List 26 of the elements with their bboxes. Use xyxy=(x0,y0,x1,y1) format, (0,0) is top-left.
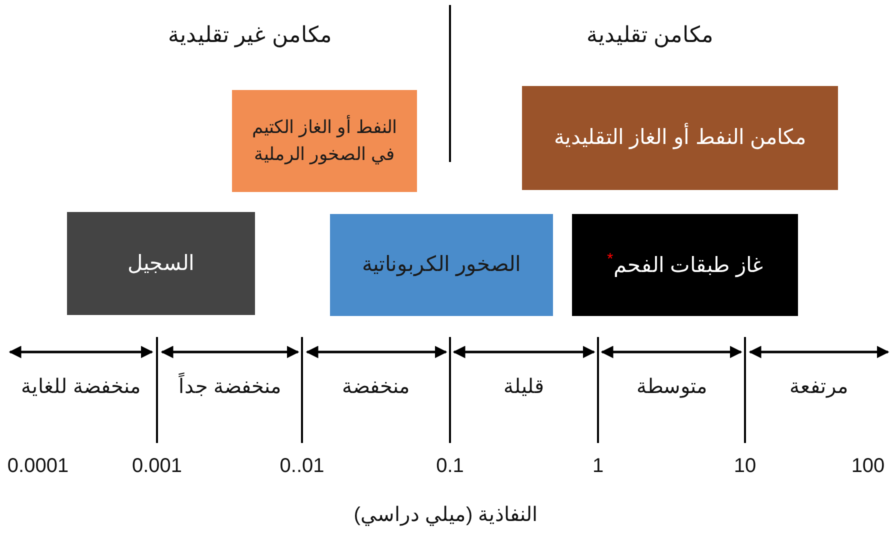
tick-value: 10 xyxy=(734,455,756,478)
tick-value: 100 xyxy=(851,455,885,478)
rock-type-box xyxy=(67,212,255,315)
tick-value: 0.0001 xyxy=(7,455,69,478)
rock-type-box xyxy=(232,90,417,192)
section-heading: مكامن غير تقليدية xyxy=(168,22,332,48)
tick-value: 0.1 xyxy=(436,455,464,478)
section-heading: مكامن تقليدية xyxy=(586,22,714,48)
footnote-mark: * xyxy=(607,251,614,268)
axis-title: النفاذية (ميلي دراسي) xyxy=(354,503,538,527)
rock-type-box xyxy=(330,214,553,316)
box-label: النفط أو الغاز الكتيم في الصخور الرملية xyxy=(252,117,397,164)
range-label: متوسطة xyxy=(636,375,708,399)
tick-value: 0.001 xyxy=(132,455,182,478)
box-label: السجيل xyxy=(128,252,194,275)
range-label: قليلة xyxy=(504,375,544,399)
range-label: منخفضة جداً xyxy=(178,374,282,399)
range-label: مرتفعة xyxy=(790,375,848,399)
rock-type-box xyxy=(522,86,838,190)
range-label: منخفضة xyxy=(342,375,410,399)
tick-value: 1 xyxy=(592,455,604,478)
tick-value: 0..01 xyxy=(280,455,324,478)
rock-type-box xyxy=(572,214,798,316)
box-label: غاز طبقات الفحم xyxy=(613,254,763,278)
range-label: منخفضة للغاية xyxy=(21,375,141,399)
box-label: الصخور الكربوناتية xyxy=(362,253,521,276)
